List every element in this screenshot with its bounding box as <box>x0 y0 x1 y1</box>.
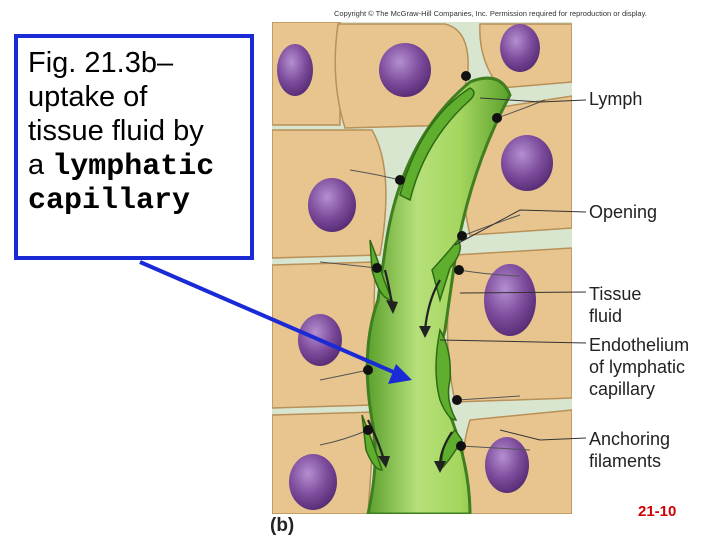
pointer-arrow <box>139 260 412 384</box>
fluid-flow-arrowheads <box>378 300 446 473</box>
copyright-notice: Copyright © The McGraw-Hill Companies, I… <box>334 9 647 18</box>
label-endothelium-line1: Endothelium <box>589 335 690 355</box>
caption-line-4: a lymphatic <box>28 148 244 184</box>
label-anchoring-line2: filaments <box>589 451 662 471</box>
cell-nuclei <box>277 24 553 510</box>
figure-caption-box: Fig. 21.3b– uptake of tissue fluid by a … <box>14 34 254 260</box>
label-tissue-fluid-line1: Tissue <box>589 284 642 304</box>
anchoring-filaments <box>319 99 546 451</box>
slide-number: 21-10 <box>638 503 677 520</box>
caption-line-3: tissue fluid by <box>28 115 204 147</box>
label-anchoring-line1: Anchoring <box>589 429 671 449</box>
label-endothelium-line2: of lymphatic <box>589 357 686 377</box>
caption-line-1: Fig. 21.3b– <box>28 47 174 79</box>
caption-line-2: uptake of <box>28 81 148 113</box>
label-tissue-fluid-line2: fluid <box>589 306 623 326</box>
label-opening: Opening <box>589 202 658 222</box>
anchoring-points <box>363 71 502 451</box>
caption-line-4-prefix: a <box>28 149 53 181</box>
label-leader-lines <box>439 97 587 441</box>
caption-keyword-capillary: capillary <box>28 184 191 218</box>
panel-tag: (b) <box>270 515 295 536</box>
label-endothelium-line3: capillary <box>589 379 656 399</box>
label-lymph: Lymph <box>589 89 643 109</box>
caption-keyword-lymphatic: lymphatic <box>52 150 215 184</box>
